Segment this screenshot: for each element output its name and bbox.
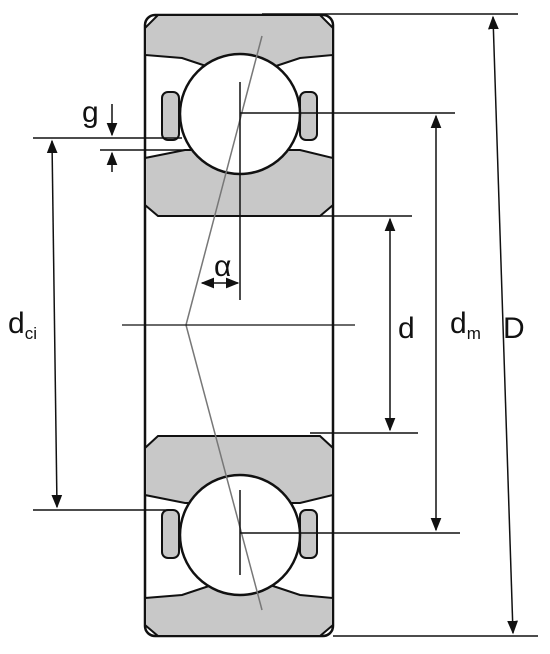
cage-top-left <box>161 91 180 141</box>
cage-top-right <box>299 91 318 141</box>
contact-line-bottom <box>185 324 263 611</box>
cage-bottom-left <box>161 509 180 559</box>
label-alpha: α <box>214 250 231 283</box>
cage-bottom-right <box>299 509 318 559</box>
label-D: D <box>503 312 525 345</box>
dim-dci-arrow <box>46 139 63 509</box>
label-d: d <box>398 312 415 345</box>
label-dci: dci <box>8 307 37 343</box>
label-g: g <box>82 96 99 129</box>
label-dm: dm <box>450 307 481 343</box>
contact-line-top <box>185 35 263 326</box>
dim-D-arrow <box>487 15 519 635</box>
